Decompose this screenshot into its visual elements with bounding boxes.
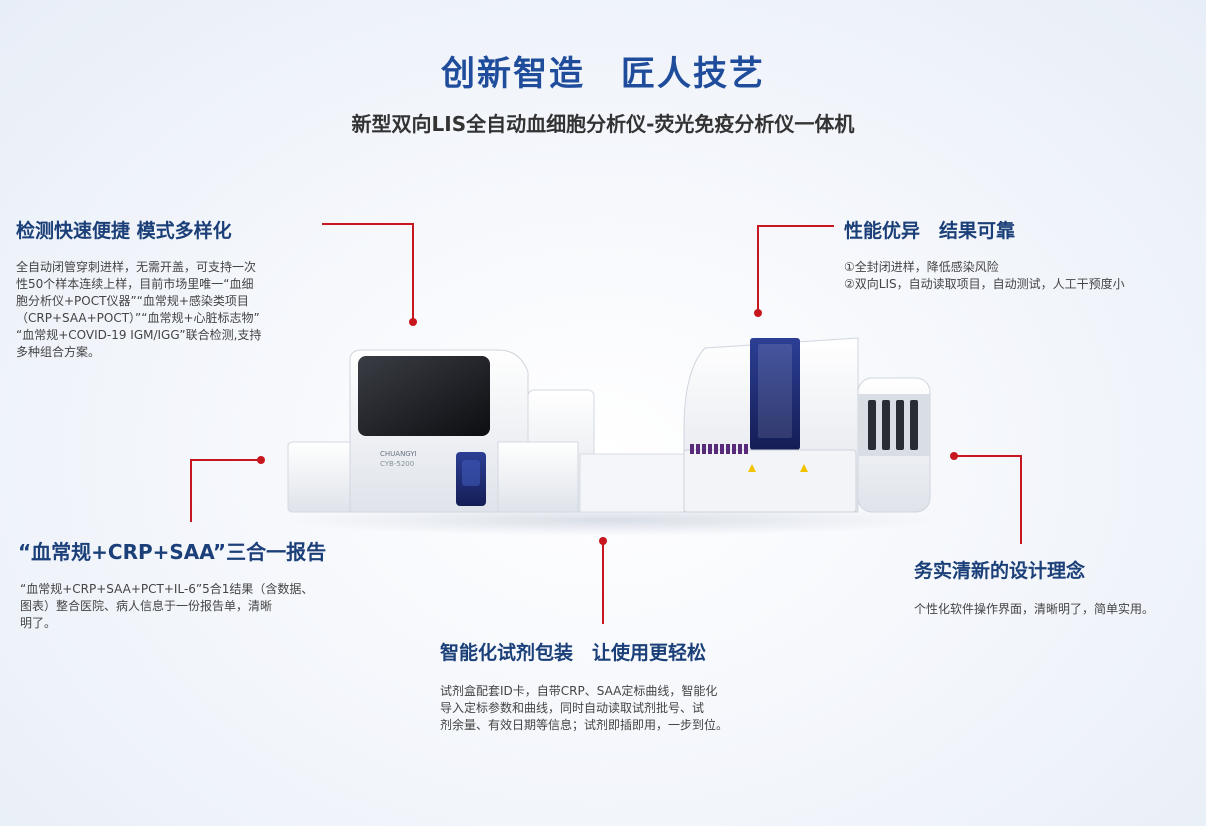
feature-speed-desc: 全自动闭管穿刺进样，无需开盖，可支持一次 性50个样本连续上样，目前市场里唯一“… — [16, 259, 316, 361]
callout-dot-design — [950, 452, 958, 460]
desc-line: （CRP+SAA+POCT）”“血常规+心脏标志物” — [16, 311, 260, 325]
callout-dot-performance — [754, 309, 762, 317]
feature-reagent-desc: 试剂盒配套ID卡，自带CRP、SAA定标曲线，智能化 导入定标参数和曲线，同时自… — [440, 683, 800, 734]
feature-performance-desc: ①全封闭进样，降低感染风险 ②双向LIS，自动读取项目，自动测试，人工干预度小 — [844, 259, 1194, 293]
desc-line: 全自动闭管穿刺进样，无需开盖，可支持一次 — [16, 260, 257, 274]
feature-design: 务实清新的设计理念 个性化软件操作界面，清晰明了，简单实用。 — [914, 556, 1206, 618]
feature-speed-title: 检测快速便捷 模式多样化 — [16, 220, 232, 242]
desc-line: 剂余量、有效日期等信息；试剂即插即用，一步到位。 — [440, 718, 729, 732]
callout-line-report — [190, 459, 261, 522]
device-model: CYB-5200 — [380, 460, 414, 468]
tube-rack — [683, 449, 857, 513]
desc-line: “血常规+COVID-19 IGM/IGG”联合检测,支持 — [16, 328, 262, 342]
feature-reagent-title: 智能化试剂包装 让使用更轻松 — [440, 642, 707, 664]
immunoassay-cover — [750, 338, 800, 450]
feature-report-title: “血常规+CRP+SAA”三合一报告 — [18, 540, 327, 564]
feature-report: “血常规+CRP+SAA”三合一报告 “血常规+CRP+SAA+PCT+IL-6… — [18, 536, 368, 632]
feature-speed: 检测快速便捷 模式多样化 全自动闭管穿刺进样，无需开盖，可支持一次 性50个样本… — [16, 216, 316, 361]
desc-line: ②双向LIS，自动读取项目，自动测试，人工干预度小 — [844, 277, 1125, 291]
page-subtitle: 新型双向LIS全自动血细胞分析仪-荧光免疫分析仪一体机 — [351, 112, 855, 136]
connector-block-2 — [579, 453, 685, 513]
desc-line: 图表）整合医院、病人信息于一份报告单，清晰 — [20, 599, 273, 613]
callout-line-speed — [322, 223, 414, 322]
desc-line: 胞分析仪+POCT仪器”“血常规+感染类项目 — [16, 294, 249, 308]
desc-line: “血常规+CRP+SAA+PCT+IL-6”5合1结果（含数据、 — [20, 582, 314, 596]
device-brand: CHUANGYI — [380, 450, 417, 458]
hematology-screen — [358, 356, 490, 436]
feature-reagent: 智能化试剂包装 让使用更轻松 试剂盒配套ID卡，自带CRP、SAA定标曲线，智能… — [440, 638, 800, 734]
desc-line: 试剂盒配套ID卡，自带CRP、SAA定标曲线，智能化 — [440, 684, 718, 698]
callout-dot-report — [257, 456, 265, 464]
feature-performance-title: 性能优异 结果可靠 — [844, 220, 1016, 242]
callout-dot-reagent — [599, 537, 607, 545]
desc-line: 明了。 — [20, 616, 57, 630]
analyzer-device-illustration: CHUANGYI CYB-5200 — [280, 337, 940, 536]
feature-report-desc: “血常规+CRP+SAA+PCT+IL-6”5合1结果（含数据、 图表）整合医院… — [18, 581, 350, 632]
callout-line-design — [954, 455, 1022, 544]
connector-block-1 — [497, 441, 579, 513]
desc-line: 性50个样本连续上样，目前市场里唯一“血细 — [16, 277, 254, 291]
page-title: 创新智造 匠人技艺 — [441, 54, 765, 94]
feature-design-title: 务实清新的设计理念 — [914, 560, 1086, 582]
callout-dot-speed — [409, 318, 417, 326]
feature-performance: 性能优异 结果可靠 ①全封闭进样，降低感染风险 ②双向LIS，自动读取项目，自动… — [844, 216, 1194, 293]
desc-line: 多种组合方案。 — [16, 345, 101, 359]
feature-design-desc: 个性化软件操作界面，清晰明了，简单实用。 — [914, 601, 1206, 618]
desc-line: 个性化软件操作界面，清晰明了，简单实用。 — [914, 602, 1155, 616]
callout-line-performance — [757, 225, 834, 313]
desc-line: ①全封闭进样，降低感染风险 — [844, 260, 999, 274]
desc-line: 导入定标参数和曲线，同时自动读取试剂批号、试 — [440, 701, 705, 715]
